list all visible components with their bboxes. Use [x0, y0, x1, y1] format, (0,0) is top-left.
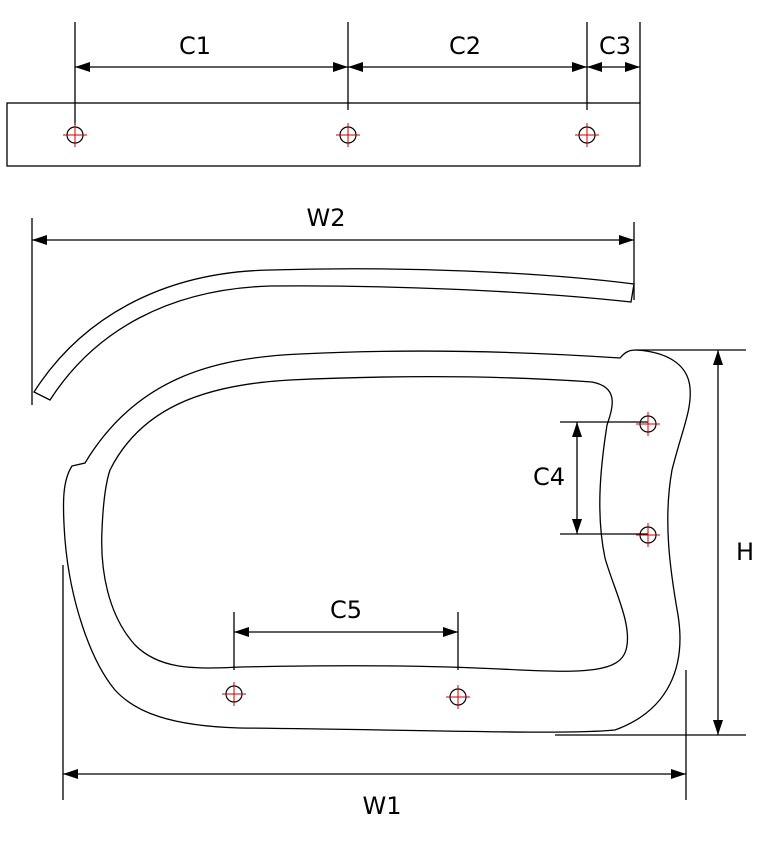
curved-strip-outline — [33, 268, 635, 401]
clamp-outer-contour — [62, 349, 691, 733]
label-c4: C4 — [533, 463, 565, 491]
label-h: H — [736, 538, 754, 566]
hole-right-upper — [636, 412, 660, 436]
label-c3: C3 — [599, 32, 631, 60]
hole-bottom-right — [446, 685, 470, 709]
hole-top-1 — [63, 123, 87, 147]
label-c2: C2 — [449, 32, 481, 60]
hole-top-3 — [575, 123, 599, 147]
mounting-holes — [63, 123, 660, 709]
hole-bottom-left — [222, 682, 246, 706]
clamp-inner-contour — [101, 376, 629, 672]
hole-right-lower — [636, 523, 660, 547]
label-w2: W2 — [307, 204, 346, 232]
hole-top-2 — [336, 123, 360, 147]
label-c5: C5 — [330, 596, 362, 624]
label-c1: C1 — [179, 32, 211, 60]
label-w1: W1 — [363, 792, 402, 820]
top-view-bar — [6, 102, 641, 167]
